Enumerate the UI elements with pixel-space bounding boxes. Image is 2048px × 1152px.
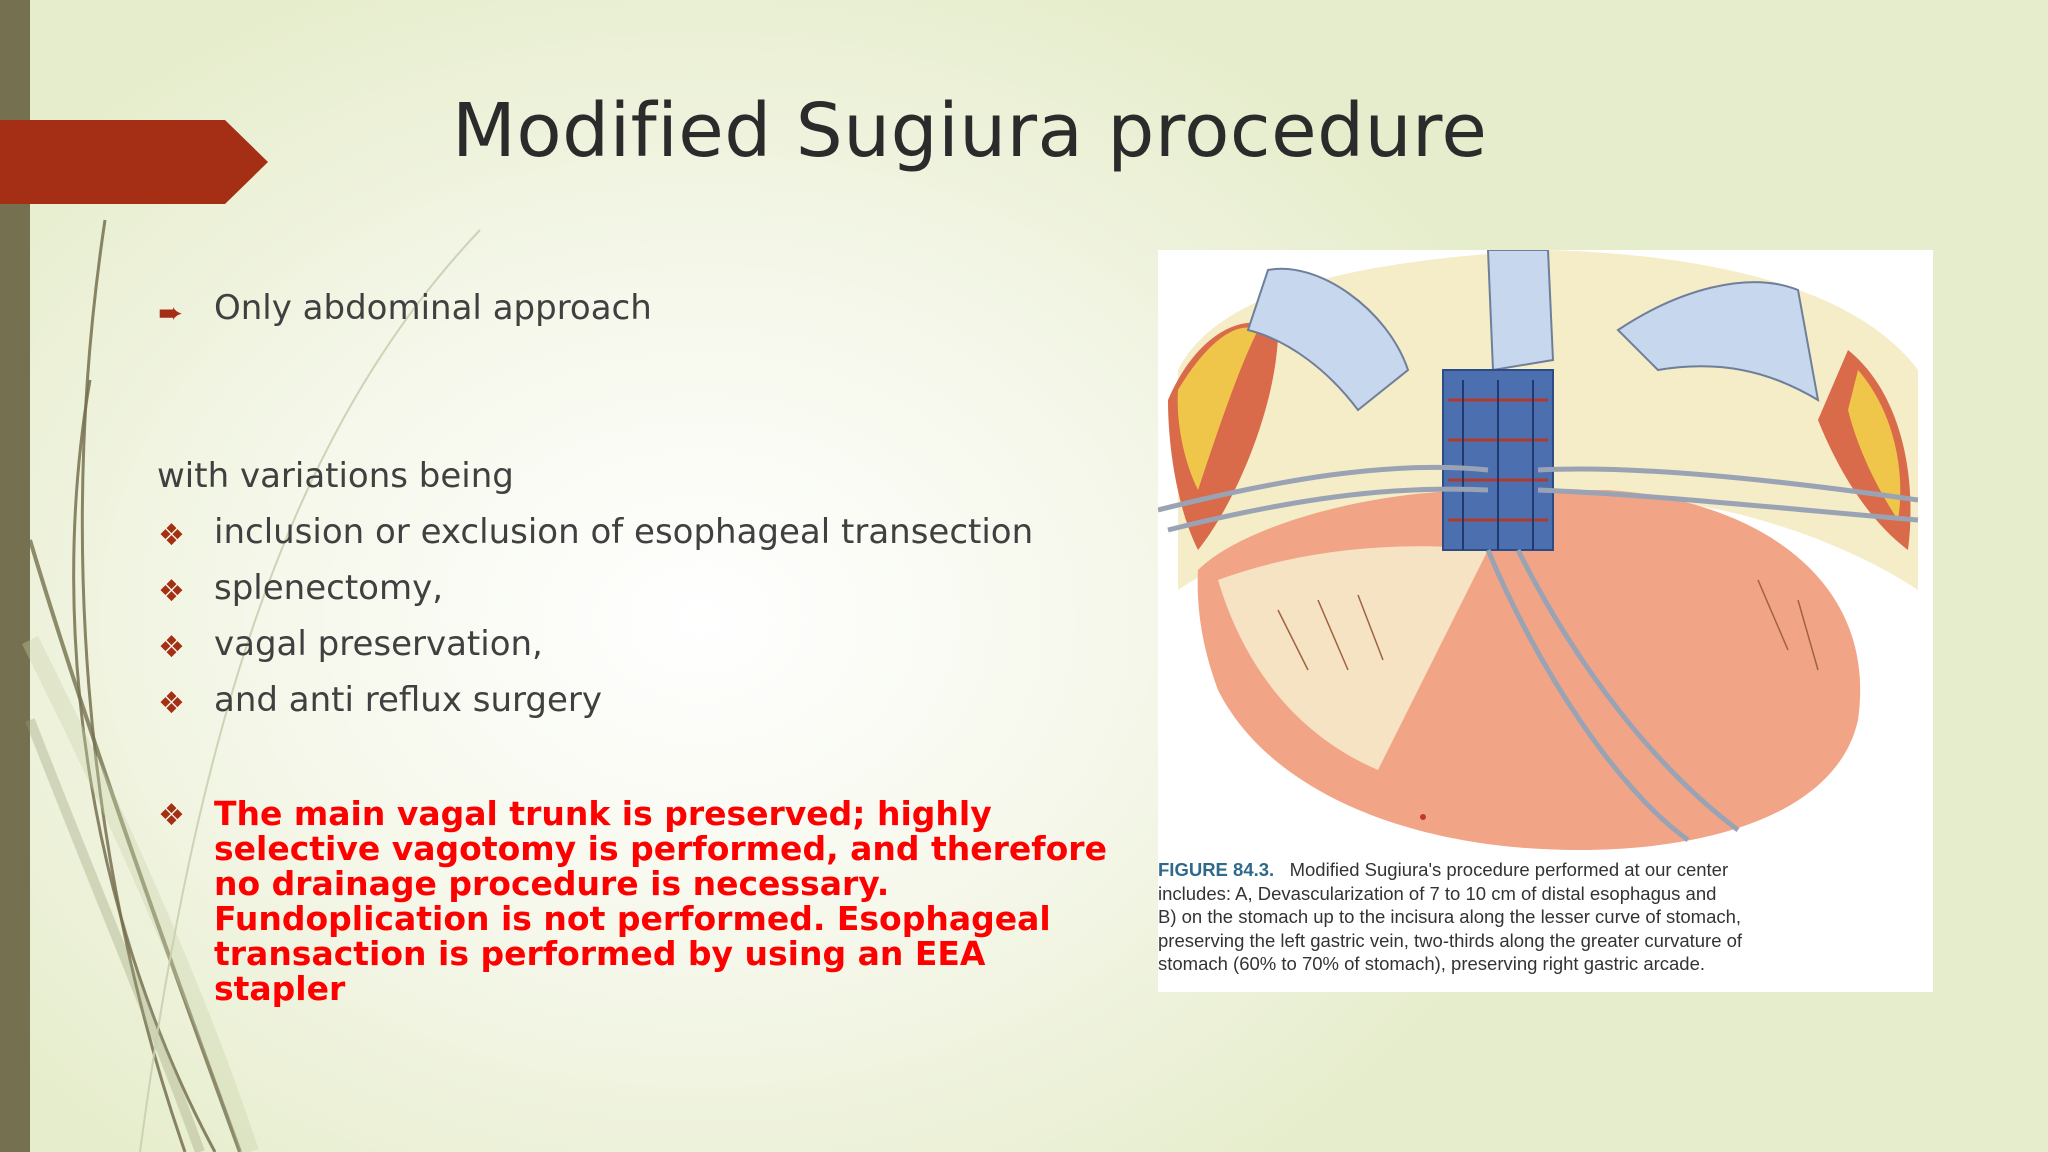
variations-intro: with variations being xyxy=(157,456,514,496)
emphasis-paragraph: The main vagal trunk is preserved; highl… xyxy=(214,794,1107,1008)
surgical-figure xyxy=(1157,249,1933,992)
caption-line-5: stomach (60% to 70% of stomach), preserv… xyxy=(1158,953,1706,974)
variation-item: vagal preservation, xyxy=(214,624,543,664)
four-diamond-bullet-icon: ❖ xyxy=(158,798,185,833)
four-diamond-bullet-icon: ❖ xyxy=(158,630,185,665)
bullet-abdominal-approach: Only abdominal approach xyxy=(214,288,652,328)
surgical-illustration xyxy=(1157,249,1933,850)
caption-line-2: includes: A, Devascularization of 7 to 1… xyxy=(1158,882,1717,904)
caption-line-1: FIGURE 84.3. Modified Sugiura's procedur… xyxy=(1158,859,1729,880)
four-diamond-bullet-icon: ❖ xyxy=(158,518,185,553)
title-accent-tab xyxy=(0,120,268,204)
variation-item: and anti reflux surgery xyxy=(214,680,603,720)
arrow-bullet-icon: ➨ xyxy=(158,296,184,331)
variation-item: inclusion or exclusion of esophageal tra… xyxy=(214,512,1034,552)
slide-title: Modified Sugiura procedure xyxy=(452,88,1488,174)
caption-line-3: B) on the stomach up to the incisura alo… xyxy=(1158,906,1742,927)
four-diamond-bullet-icon: ❖ xyxy=(158,574,185,609)
figure-caption: FIGURE 84.3. Modified Sugiura's procedur… xyxy=(1158,858,1933,976)
four-diamond-bullet-icon: ❖ xyxy=(158,686,185,721)
caption-line-4: preserving the left gastric vein, two-th… xyxy=(1158,929,1743,951)
figure-label: FIGURE 84.3. xyxy=(1158,859,1275,880)
variation-item: splenectomy, xyxy=(214,568,444,608)
